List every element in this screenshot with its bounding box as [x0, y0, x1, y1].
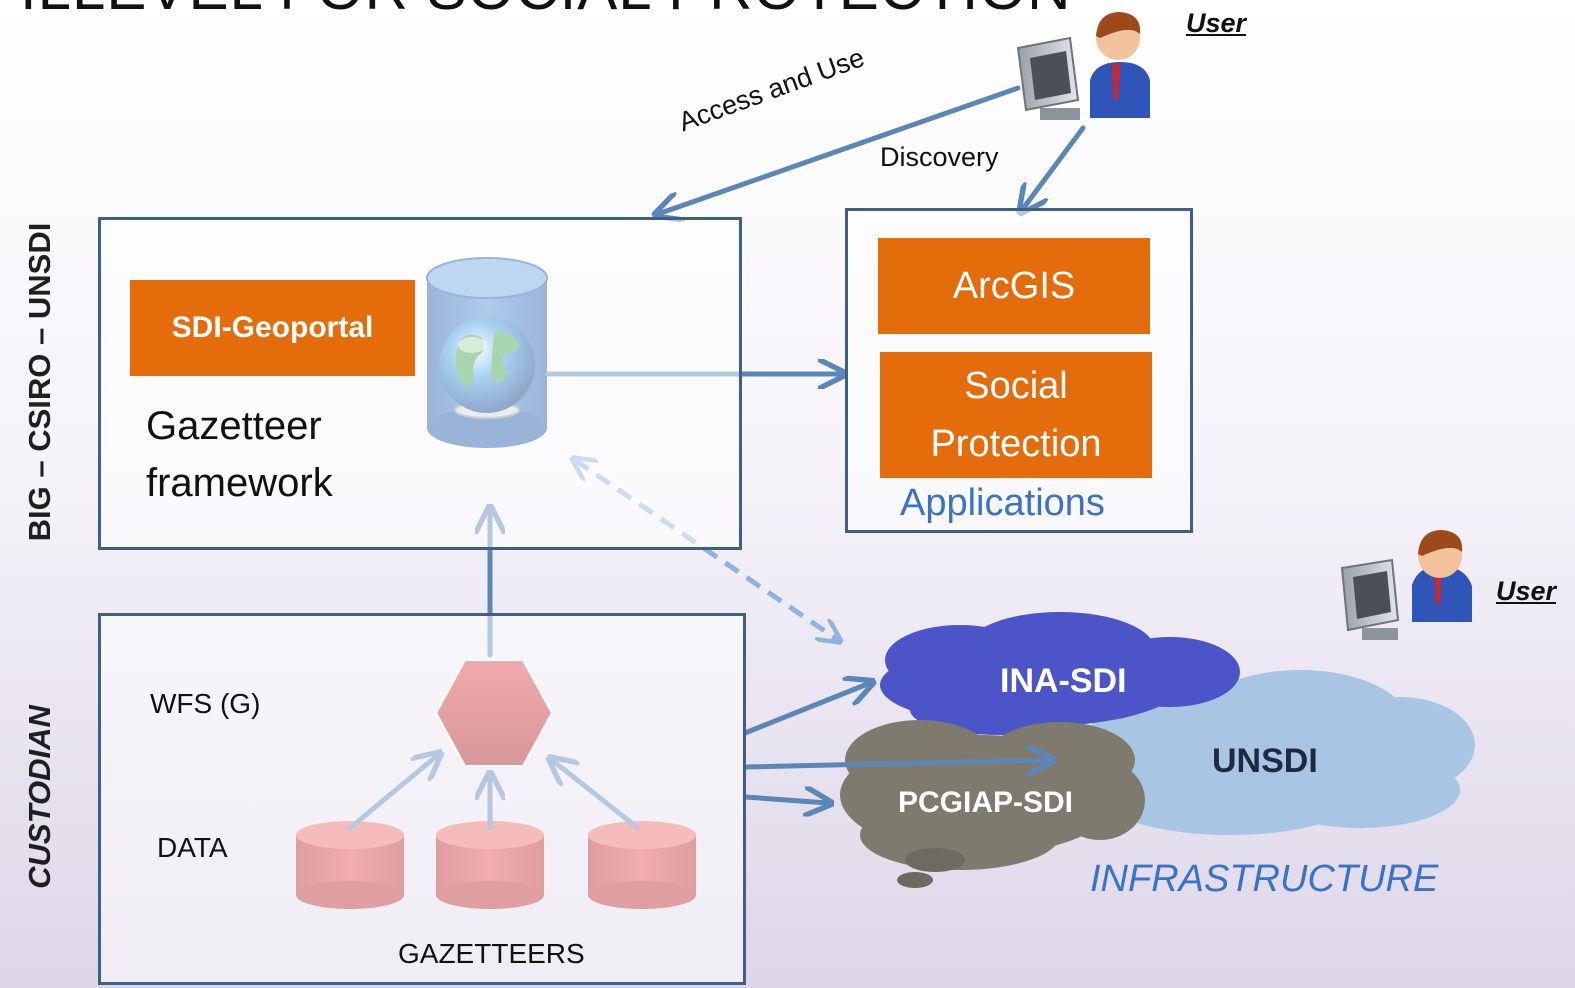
custodian-to-unsdi-arrow [742, 760, 1050, 767]
wfs-label: WFS (G) [150, 688, 261, 719]
applications-caption: Applications [900, 482, 1105, 524]
infrastructure-label: INFRASTRUCTURE [1090, 858, 1439, 900]
gazetteers-label: GAZETTEERS [398, 938, 585, 969]
discovery-arrow [1022, 125, 1086, 210]
pcgiap-sdi-label: PCGIAP-SDI [898, 786, 1074, 819]
sdi-geoportal-label: SDI-Geoportal [171, 311, 374, 344]
gazetteer-caption-line2: framework [146, 461, 333, 505]
sdi-geoportal-box: SDI-Geoportal [130, 280, 415, 376]
social-protection-line1: Social [964, 365, 1068, 407]
custodian-box [98, 613, 746, 985]
unsdi-label: UNSDI [1212, 742, 1318, 780]
right-user-label: User [1496, 576, 1557, 606]
top-user-label: User [1186, 8, 1247, 38]
discovery-label: Discovery [880, 142, 999, 172]
custodian-to-pcgiap-arrow [742, 797, 828, 803]
right-user-icon [1340, 530, 1472, 640]
data-label: DATA [157, 832, 228, 863]
gazetteer-framework-box [98, 217, 742, 550]
title-fragment: ILLEVEL FOR SOCIAL PROTECTION [20, 0, 1120, 23]
access-and-use-arrow [658, 85, 1021, 214]
ina-sdi-cloud [880, 612, 1240, 735]
ina-sdi-label: INA-SDI [1000, 662, 1127, 700]
top-user-icon [1016, 12, 1150, 120]
social-protection-box: Social Protection [880, 352, 1152, 478]
social-protection-line2: Protection [930, 423, 1102, 465]
arcgis-label: ArcGIS [952, 264, 1076, 307]
custodian-to-ina-sdi-arrow [742, 683, 870, 736]
arcgis-box: ArcGIS [878, 238, 1150, 334]
gazetteer-caption-line1: Gazetteer [146, 404, 322, 448]
side-label-top: BIG – CSIRO – UNSDI [22, 222, 57, 542]
side-label-bottom: CUSTODIAN [22, 705, 57, 889]
